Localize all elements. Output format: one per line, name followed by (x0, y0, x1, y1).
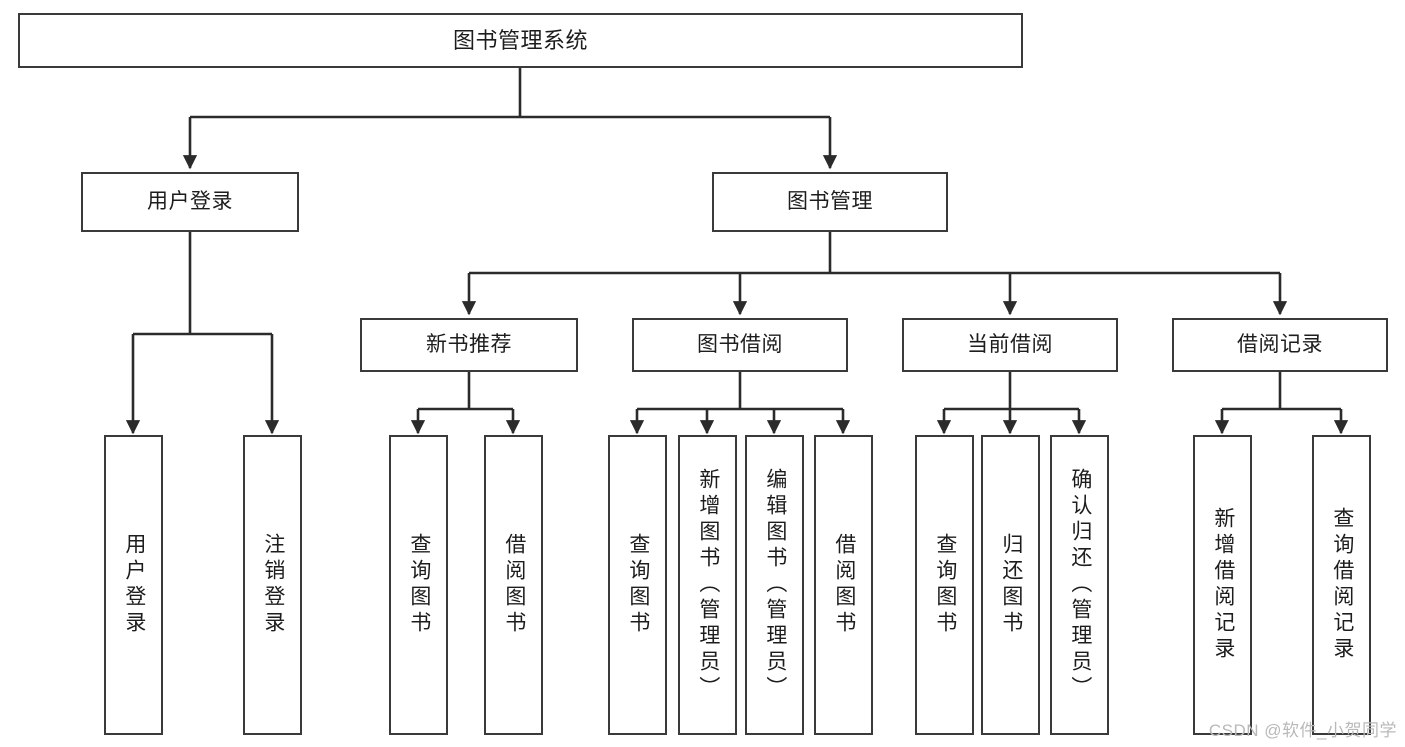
leaf-label: 查询图书 (407, 533, 431, 637)
node-borrow-record[interactable]: 借阅记录 (1172, 318, 1388, 372)
node-root[interactable]: 图书管理系统 (18, 13, 1023, 68)
leaf-label: 新增图书（管理员） (696, 468, 720, 702)
leaf-user-login-logout[interactable]: 注销登录 (243, 435, 302, 735)
leaf-borrow-add-book[interactable]: 新增图书（管理员） (678, 435, 737, 735)
leaf-record-add[interactable]: 新增借阅记录 (1193, 435, 1252, 735)
leaf-label: 借阅图书 (502, 533, 526, 637)
leaf-record-query[interactable]: 查询借阅记录 (1312, 435, 1371, 735)
leaf-user-login-login[interactable]: 用户登录 (104, 435, 163, 735)
leaf-label: 归还图书 (999, 533, 1023, 637)
leaf-label: 查询借阅记录 (1330, 507, 1354, 663)
leaf-current-query-book[interactable]: 查询图书 (915, 435, 974, 735)
leaf-label: 新增借阅记录 (1211, 507, 1235, 663)
node-current-borrow[interactable]: 当前借阅 (902, 318, 1118, 372)
watermark: CSDN @软件_小贺同学 (1208, 721, 1397, 740)
leaf-new-book-borrow[interactable]: 借阅图书 (484, 435, 543, 735)
leaf-new-book-query[interactable]: 查询图书 (389, 435, 448, 735)
leaf-label: 借阅图书 (832, 533, 856, 637)
leaf-borrow-edit-book[interactable]: 编辑图书（管理员） (745, 435, 804, 735)
leaf-current-confirm-return[interactable]: 确认归还（管理员） (1050, 435, 1109, 735)
leaf-borrow-borrow-book[interactable]: 借阅图书 (814, 435, 873, 735)
node-user-login[interactable]: 用户登录 (81, 172, 299, 232)
node-book-management[interactable]: 图书管理 (712, 172, 948, 232)
leaf-label: 编辑图书（管理员） (763, 468, 787, 702)
node-book-borrow[interactable]: 图书借阅 (632, 318, 848, 372)
leaf-label: 查询图书 (626, 533, 650, 637)
leaf-label: 注销登录 (261, 533, 285, 637)
node-new-book-recommend[interactable]: 新书推荐 (360, 318, 578, 372)
leaf-label: 用户登录 (122, 533, 146, 637)
leaf-label: 确认归还（管理员） (1068, 468, 1092, 702)
leaf-borrow-query-book[interactable]: 查询图书 (608, 435, 667, 735)
leaf-label: 查询图书 (933, 533, 957, 637)
leaf-current-return-book[interactable]: 归还图书 (981, 435, 1040, 735)
